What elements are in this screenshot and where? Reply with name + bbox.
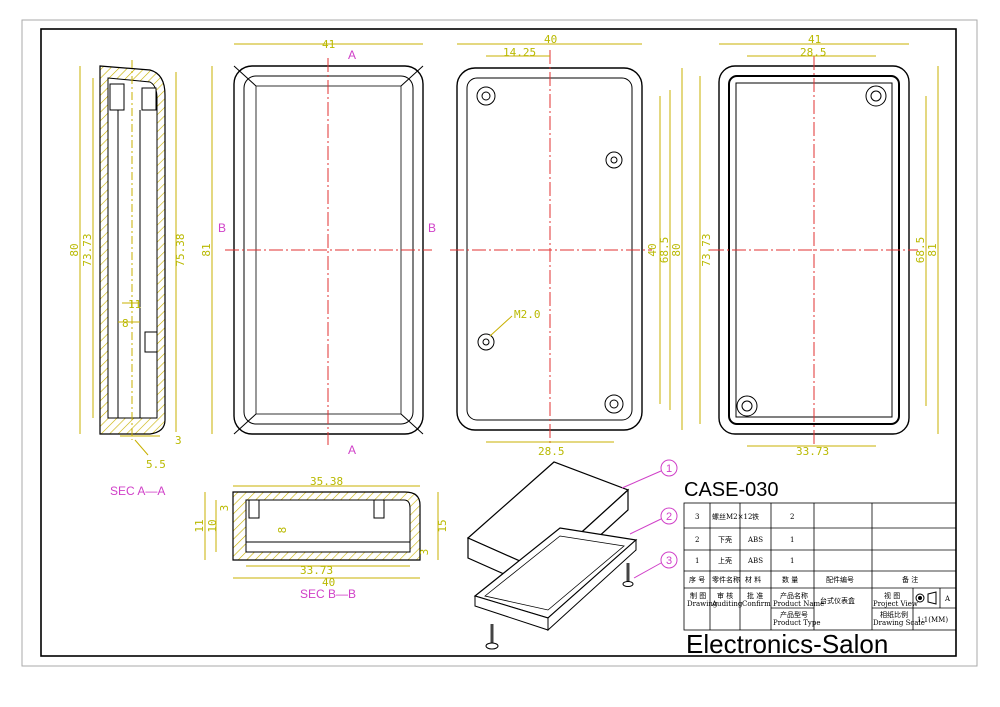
dim-mid-28-5: 28.5 — [538, 445, 565, 458]
dim-bot-8: 8 — [276, 527, 289, 534]
bom-row-2-part: 下壳 — [718, 535, 732, 544]
dim-side-80: 80 — [68, 243, 81, 256]
tb-pview-en: Project View — [873, 600, 918, 608]
bom-header-qty: 数 量 — [782, 575, 798, 584]
bom-row-2-qty: 1 — [790, 536, 794, 544]
dim-mid-40: 40 — [544, 33, 557, 46]
tb-scale-cn: 相纸比例 — [880, 610, 908, 619]
outer-border — [21, 19, 978, 667]
bom-row-2-no: 2 — [695, 536, 699, 544]
section-b-b-view: 35.38 11 10 3 8 15 3 33.73 40 SEC B—B — [193, 475, 449, 601]
dim-side-5-5: 5.5 — [146, 458, 166, 471]
bom-header-remark: 备 注 — [902, 575, 918, 584]
dim-bot-33-73: 33.73 — [300, 564, 333, 577]
cut-a-top: A — [348, 48, 356, 62]
tb-confirm-cn: 批 准 — [747, 591, 763, 600]
tb-pview-letter: A — [944, 595, 951, 603]
bom-row-2-material: ABS — [747, 536, 763, 544]
bom-header-code: 配件编号 — [826, 575, 854, 584]
projection-symbol-icon — [915, 591, 937, 605]
bom-row-3-no: 3 — [695, 513, 699, 521]
dim-side-3: 3 — [175, 434, 182, 447]
tb-pview-cn: 视 图 — [884, 591, 900, 600]
dim-side-11: 11 — [128, 298, 141, 311]
bom-header-material: 材 料 — [745, 575, 761, 584]
bom-row-1-qty: 1 — [790, 557, 794, 565]
tb-auditing-cn: 审 核 — [717, 591, 733, 600]
dim-bot-11: 11 — [193, 519, 206, 532]
dim-side-73-73: 73.73 — [81, 233, 94, 266]
tb-scale-en: Drawing Scale — [873, 619, 925, 627]
section-b-label: SEC B—B — [300, 587, 356, 601]
dim-right-73-73: 73.73 — [700, 233, 713, 266]
dim-right-68-5: 68.5 — [914, 237, 927, 264]
exploded-isometric-view — [466, 461, 638, 650]
tb-pname-cn: 产品名称 — [780, 591, 808, 600]
callouts: 1 2 3 — [621, 459, 678, 579]
company-name: Electronics-Salon — [686, 629, 888, 659]
bom-row-1-part: 上壳 — [718, 556, 732, 565]
front-view: 41 81 A A B B — [200, 38, 436, 457]
bom-row-3-material: 铁 — [752, 512, 759, 521]
tb-drawing-en: Drawing — [687, 600, 718, 608]
dim-right-41: 41 — [808, 33, 821, 46]
dim-right-33-73: 33.73 — [796, 445, 829, 458]
inside-view: 40 14.25 40 68.5 80 28.5 M2.0 — [450, 33, 683, 458]
cut-b-right: B — [428, 221, 436, 235]
cut-b-left: B — [218, 221, 226, 235]
bom-row-1-no: 1 — [695, 557, 699, 565]
dim-front-41: 41 — [322, 38, 335, 51]
dim-mid-80: 80 — [670, 243, 683, 256]
cut-a-bottom: A — [348, 443, 356, 457]
dim-bot-10: 10 — [206, 519, 219, 532]
hole-note: M2.0 — [514, 308, 541, 321]
tb-ptype-cn: 产品型号 — [780, 610, 808, 619]
dim-right-81: 81 — [926, 243, 939, 256]
section-a-a-view: 80 73.73 75.38 11 8 3 5.5 SEC A—A — [68, 60, 187, 498]
inner-border — [40, 28, 957, 657]
dim-bot-3: 3 — [218, 505, 231, 512]
dim-side-75-38: 75.38 — [174, 233, 187, 266]
tb-pname-value: 台式仪表盒 — [820, 596, 855, 605]
tb-drawing-cn: 制 图 — [690, 591, 706, 600]
bom-header-part: 零件名称 — [712, 575, 740, 584]
dim-bot-40: 40 — [322, 576, 335, 589]
callout-1: 1 — [666, 463, 672, 475]
dim-right-28-5: 28.5 — [800, 46, 827, 59]
dim-mid-68-5: 68.5 — [658, 237, 671, 264]
dim-side-8: 8 — [122, 317, 129, 330]
dim-bot-35-38: 35.38 — [310, 475, 343, 488]
dim-bot-3b: 3 — [418, 549, 431, 556]
bottom-view: 41 28.5 73.73 68.5 81 33.73 — [699, 33, 939, 458]
drawing-title: CASE-030 — [684, 479, 779, 501]
bom-row-1-material: ABS — [747, 557, 763, 565]
tb-scale-value: 1:1(MM) — [917, 616, 948, 624]
tb-pname-en: Product Name — [773, 600, 824, 608]
dim-bot-15: 15 — [436, 519, 449, 532]
dim-front-81: 81 — [200, 243, 213, 256]
bom-row-3-qty: 2 — [790, 513, 794, 521]
tb-auditing-en: Auditing — [711, 600, 743, 608]
title-block: CASE-030 3 螺丝M2×12 铁 2 2 下壳 ABS 1 1 上壳 A… — [683, 479, 957, 659]
callout-3: 3 — [666, 555, 672, 567]
callout-2: 2 — [666, 511, 672, 523]
tb-ptype-en: Product Type — [773, 619, 820, 627]
dim-mid-14-25: 14.25 — [503, 46, 536, 59]
tb-confirm-en: Confirm — [742, 600, 771, 608]
bom-row-3-part: 螺丝M2×12 — [712, 512, 752, 521]
section-a-label: SEC A—A — [110, 484, 165, 498]
dim-mid-40v: 40 — [646, 243, 659, 256]
bom-header-no: 序 号 — [689, 575, 705, 584]
